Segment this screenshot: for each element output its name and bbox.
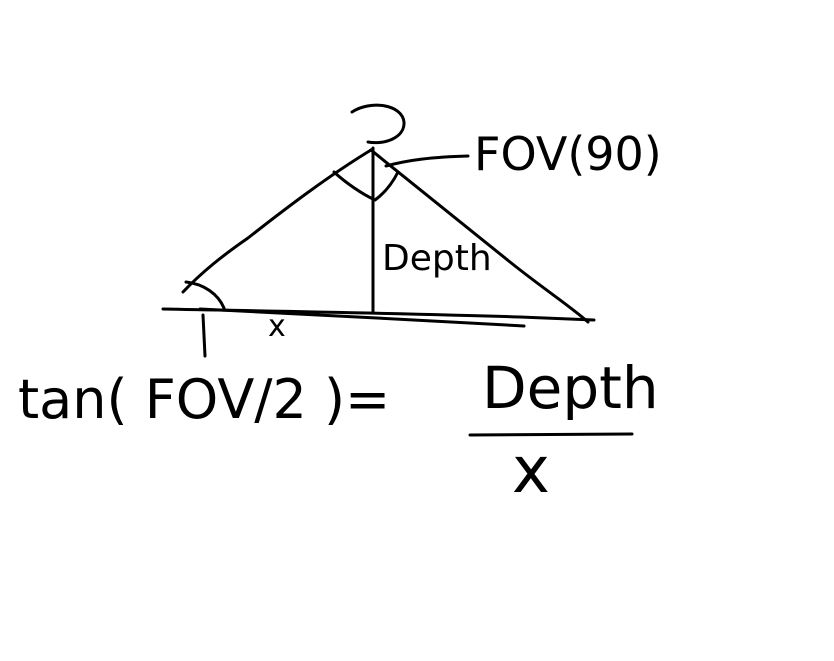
base-tick-mark	[201, 313, 207, 358]
equation-lhs: tan( FOV/2 )=	[18, 368, 390, 431]
base-extra-stroke	[198, 307, 526, 328]
camera-eye-icon	[350, 103, 406, 145]
equation-denominator: x	[512, 434, 550, 508]
fov-label: FOV(90)	[474, 127, 662, 181]
fov-leader-line	[384, 154, 470, 168]
triangle-left-side	[181, 148, 373, 294]
fraction-bar	[468, 432, 634, 437]
triangle-right-side	[369, 148, 590, 324]
base-angle-arc	[184, 280, 226, 310]
depth-label: Depth	[382, 238, 492, 279]
x-label: x	[268, 309, 286, 344]
equation-numerator: Depth	[482, 354, 659, 422]
apex-angle-arc	[332, 170, 400, 202]
